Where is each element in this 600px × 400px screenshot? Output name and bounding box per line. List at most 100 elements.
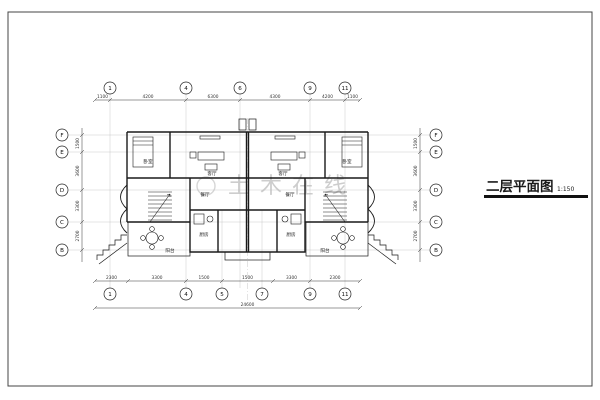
axis-label: 7 (260, 292, 264, 298)
axis-bubble (303, 81, 317, 95)
axis-bubble (255, 287, 269, 301)
axis-label: F (434, 133, 437, 139)
axis-bubble (55, 145, 69, 159)
dim-value: 3300 (413, 200, 419, 211)
axis-bubble (429, 243, 443, 257)
axis-label: 1 (108, 292, 112, 298)
dim-value: 6300 (208, 94, 219, 100)
axis-bubble (233, 81, 247, 95)
axis-label: C (60, 220, 64, 226)
axis-bubble (429, 183, 443, 197)
axis-bubble (179, 81, 193, 95)
dim-value: 2300 (106, 275, 117, 281)
axis-bubbles-right: F E D C B (429, 128, 443, 257)
axis-bubble (338, 287, 352, 301)
room-label-dining-right: 餐厅 (285, 191, 295, 198)
title-block: 二层平面图 1:150 (484, 179, 588, 198)
axis-bubble (103, 287, 117, 301)
sofa-left-icon (189, 135, 225, 171)
room-labels: 卧室 卧室 客厅 客厅 餐厅 餐厅 厨房 厨房 阳台 阳台 (143, 158, 352, 254)
axis-label: 6 (238, 86, 242, 92)
balcony-parapets (127, 221, 369, 261)
dim-value: 1500 (199, 275, 210, 281)
axis-bubbles-left: F E D C B (55, 128, 69, 257)
axis-bubble (55, 215, 69, 229)
drawing-title: 二层平面图 (486, 179, 554, 195)
axis-bubble (303, 287, 317, 301)
axis-bubbles-bottom: 1 4 5 7 9 11 (103, 287, 352, 301)
axis-bubbles-top: 1 4 6 9 11 (103, 81, 352, 95)
axis-bubble (429, 145, 443, 159)
dim-value: 3300 (152, 275, 163, 281)
dim-value: 4300 (270, 94, 281, 100)
axis-label: D (60, 188, 64, 194)
room-label-living-right: 客厅 (278, 170, 288, 177)
dim-value: 3600 (75, 165, 81, 176)
room-label-dining-left: 餐厅 (200, 191, 210, 198)
dim-value: 2700 (75, 230, 81, 241)
dim-value: 1100 (347, 94, 358, 100)
dim-value: 4200 (143, 94, 154, 100)
axis-bubble (103, 81, 117, 95)
axis-label: 11 (341, 86, 349, 92)
room-label-kitchen-right: 厨房 (286, 231, 296, 238)
axis-label: 5 (220, 292, 224, 298)
balcony-table-right-icon (331, 226, 355, 250)
axis-bubble (55, 243, 69, 257)
axis-label: B (60, 248, 64, 254)
exterior-stair-right (367, 234, 399, 265)
axis-label: E (434, 150, 438, 156)
stair-right (323, 191, 347, 223)
axis-bubble (55, 183, 69, 197)
axis-label: B (434, 248, 438, 254)
axis-bubble (179, 287, 193, 301)
bay-windows (120, 184, 375, 234)
dimension-text-right: 1500 3600 3300 2700 (413, 138, 419, 242)
dim-value: 2300 (330, 275, 341, 281)
bed-right-icon (341, 136, 363, 168)
balcony-table-left-icon (140, 226, 164, 250)
sofa-right-icon (270, 135, 306, 171)
axis-label: 1 (108, 86, 112, 92)
axis-label: 4 (184, 292, 188, 298)
kitchen-right-icon (281, 213, 302, 225)
axis-bubble (215, 287, 229, 301)
room-label-living-left: 客厅 (207, 170, 217, 177)
dim-value: 1500 (242, 275, 253, 281)
sheet-border (7, 11, 593, 387)
dim-value: 1100 (97, 94, 108, 100)
dim-value: 2700 (413, 230, 419, 241)
dim-value: 3600 (413, 165, 419, 176)
axis-label: 9 (308, 86, 312, 92)
axis-label: F (60, 133, 63, 139)
room-label-kitchen-left: 厨房 (199, 231, 209, 238)
room-label-balcony-left: 阳台 (165, 247, 175, 254)
exterior-stair-left (96, 234, 128, 265)
dimension-text-bottom: 2300 3300 1500 1500 3300 2300 24600 (106, 275, 341, 308)
axis-label: E (60, 150, 64, 156)
dimension-text-left: 1500 3600 3300 2700 (75, 138, 81, 242)
furniture (132, 135, 363, 250)
drawing-scale: 1:150 (557, 186, 574, 193)
roof-shaft (238, 118, 257, 131)
dim-value: 4200 (322, 94, 333, 100)
dimension-lines (79, 97, 423, 311)
axis-label: D (434, 188, 438, 194)
axis-label: 11 (341, 292, 349, 298)
axis-bubble (338, 81, 352, 95)
dimension-text-top: 1100 4200 6300 4300 4200 1100 (97, 94, 358, 100)
watermark-logo-icon (196, 176, 216, 196)
dim-value: 1500 (75, 138, 81, 149)
axis-bubble (55, 128, 69, 142)
axis-bubble (429, 128, 443, 142)
axis-label: C (434, 220, 438, 226)
stair-left (148, 191, 172, 223)
axis-label: 4 (184, 86, 188, 92)
room-label-balcony-right: 阳台 (320, 247, 330, 254)
dim-total: 24600 (241, 302, 255, 308)
room-label-bedroom-left: 卧室 (143, 158, 153, 165)
bed-left-icon (132, 136, 154, 168)
dim-value: 3300 (286, 275, 297, 281)
